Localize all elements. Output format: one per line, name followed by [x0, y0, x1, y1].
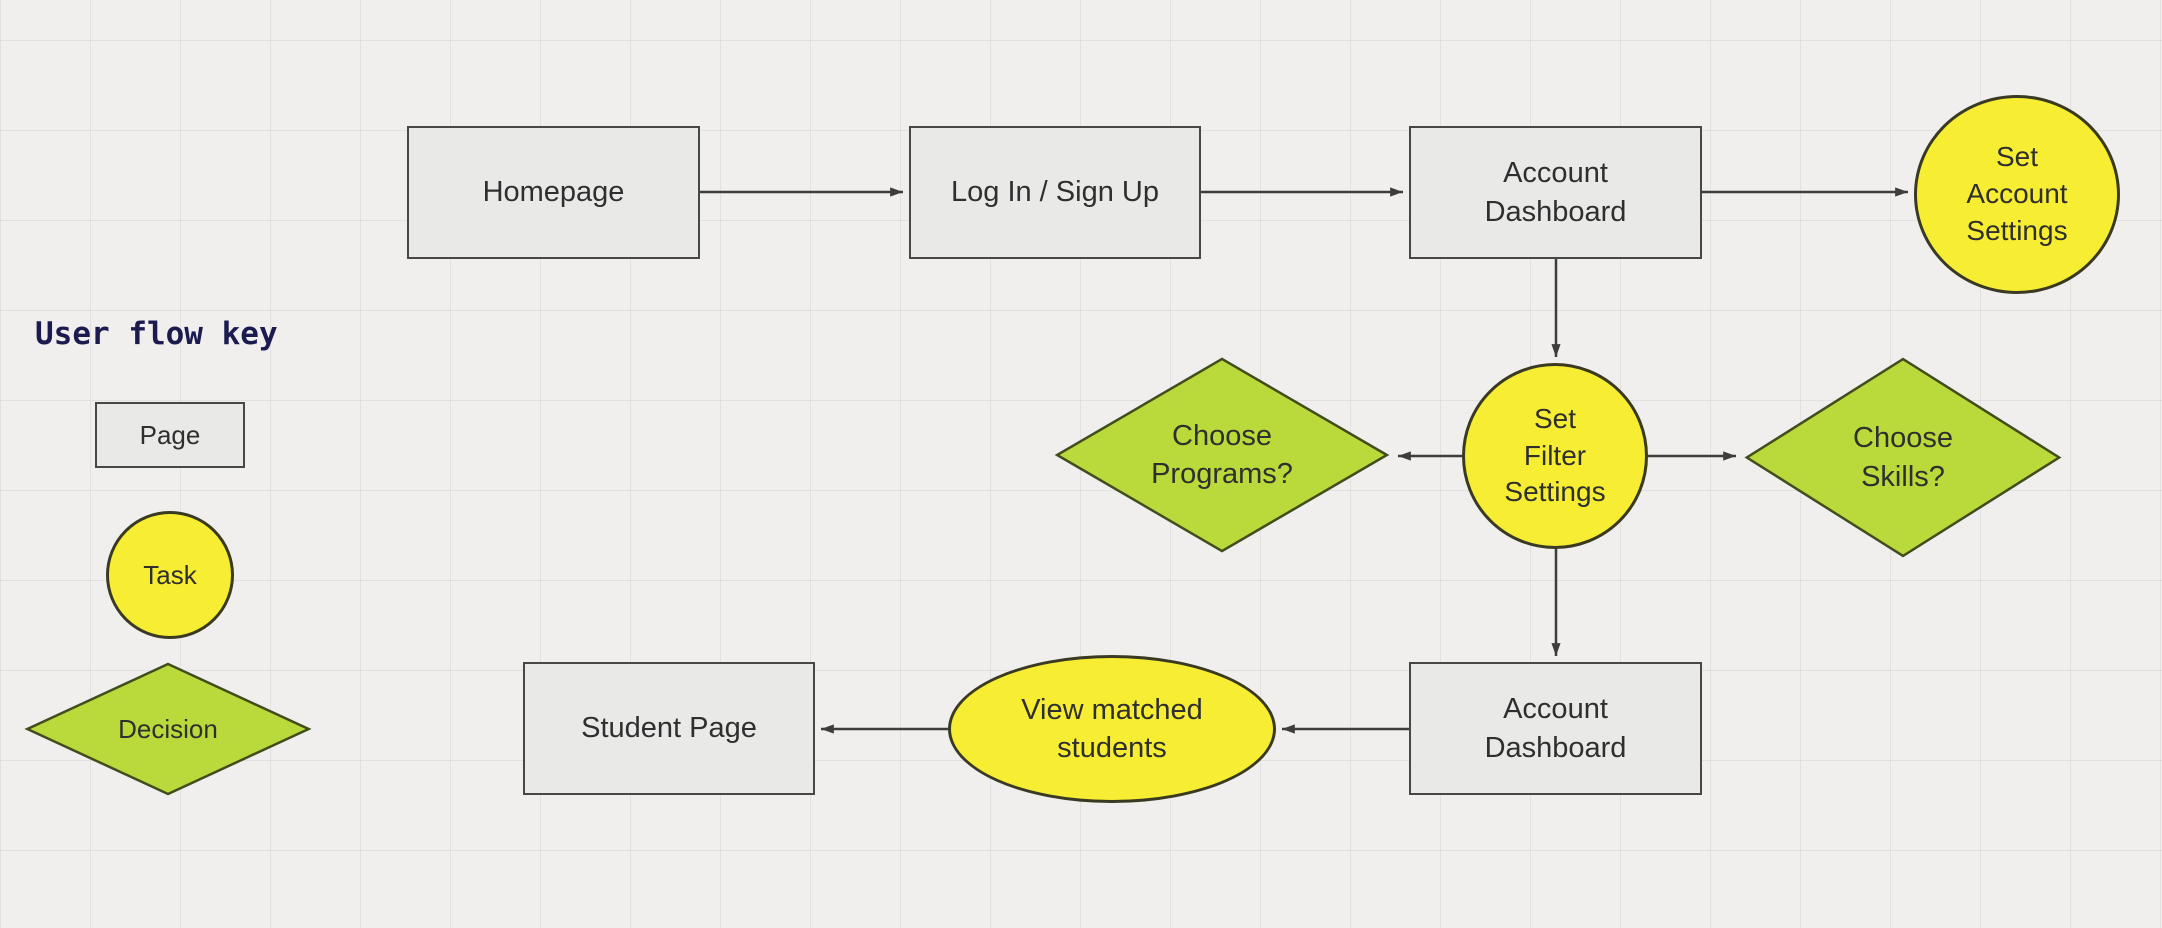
- key-task-label: Task: [143, 559, 197, 590]
- key-page-label: Page: [139, 419, 201, 450]
- node-choose-skills[interactable]: Choose Skills?: [1742, 356, 2064, 559]
- diamond-icon: [1052, 356, 1392, 554]
- node-view-matched-students[interactable]: View matched students: [948, 655, 1276, 803]
- node-homepage-label: Homepage: [482, 176, 625, 209]
- key-task-shape[interactable]: Task: [106, 511, 234, 639]
- node-account-dashboard-top-label: Account Dashboard: [1484, 157, 1627, 228]
- node-homepage[interactable]: Homepage: [407, 126, 700, 259]
- node-log-in-sign-up-label: Log In / Sign Up: [951, 176, 1159, 209]
- node-choose-programs[interactable]: Choose Programs?: [1052, 356, 1392, 554]
- diamond-icon: [1742, 356, 2064, 559]
- node-student-page-label: Student Page: [581, 712, 757, 745]
- node-set-account-settings-label: Set Account Settings: [1966, 141, 2068, 246]
- node-view-matched-students-label: View matched students: [1021, 693, 1203, 764]
- key-decision-shape[interactable]: Decision: [23, 662, 313, 796]
- node-student-page[interactable]: Student Page: [523, 662, 815, 795]
- node-set-filter-settings[interactable]: Set Filter Settings: [1462, 363, 1648, 549]
- diamond-icon: [23, 662, 313, 796]
- key-page-shape[interactable]: Page: [95, 402, 245, 468]
- node-account-dashboard-bottom-label: Account Dashboard: [1484, 693, 1627, 764]
- node-account-dashboard-bottom[interactable]: Account Dashboard: [1409, 662, 1702, 795]
- node-set-filter-settings-label: Set Filter Settings: [1504, 402, 1606, 508]
- key-title[interactable]: User flow key: [35, 316, 278, 352]
- node-log-in-sign-up[interactable]: Log In / Sign Up: [909, 126, 1201, 259]
- node-set-account-settings[interactable]: Set Account Settings: [1914, 95, 2120, 294]
- node-account-dashboard-top[interactable]: Account Dashboard: [1409, 126, 1702, 259]
